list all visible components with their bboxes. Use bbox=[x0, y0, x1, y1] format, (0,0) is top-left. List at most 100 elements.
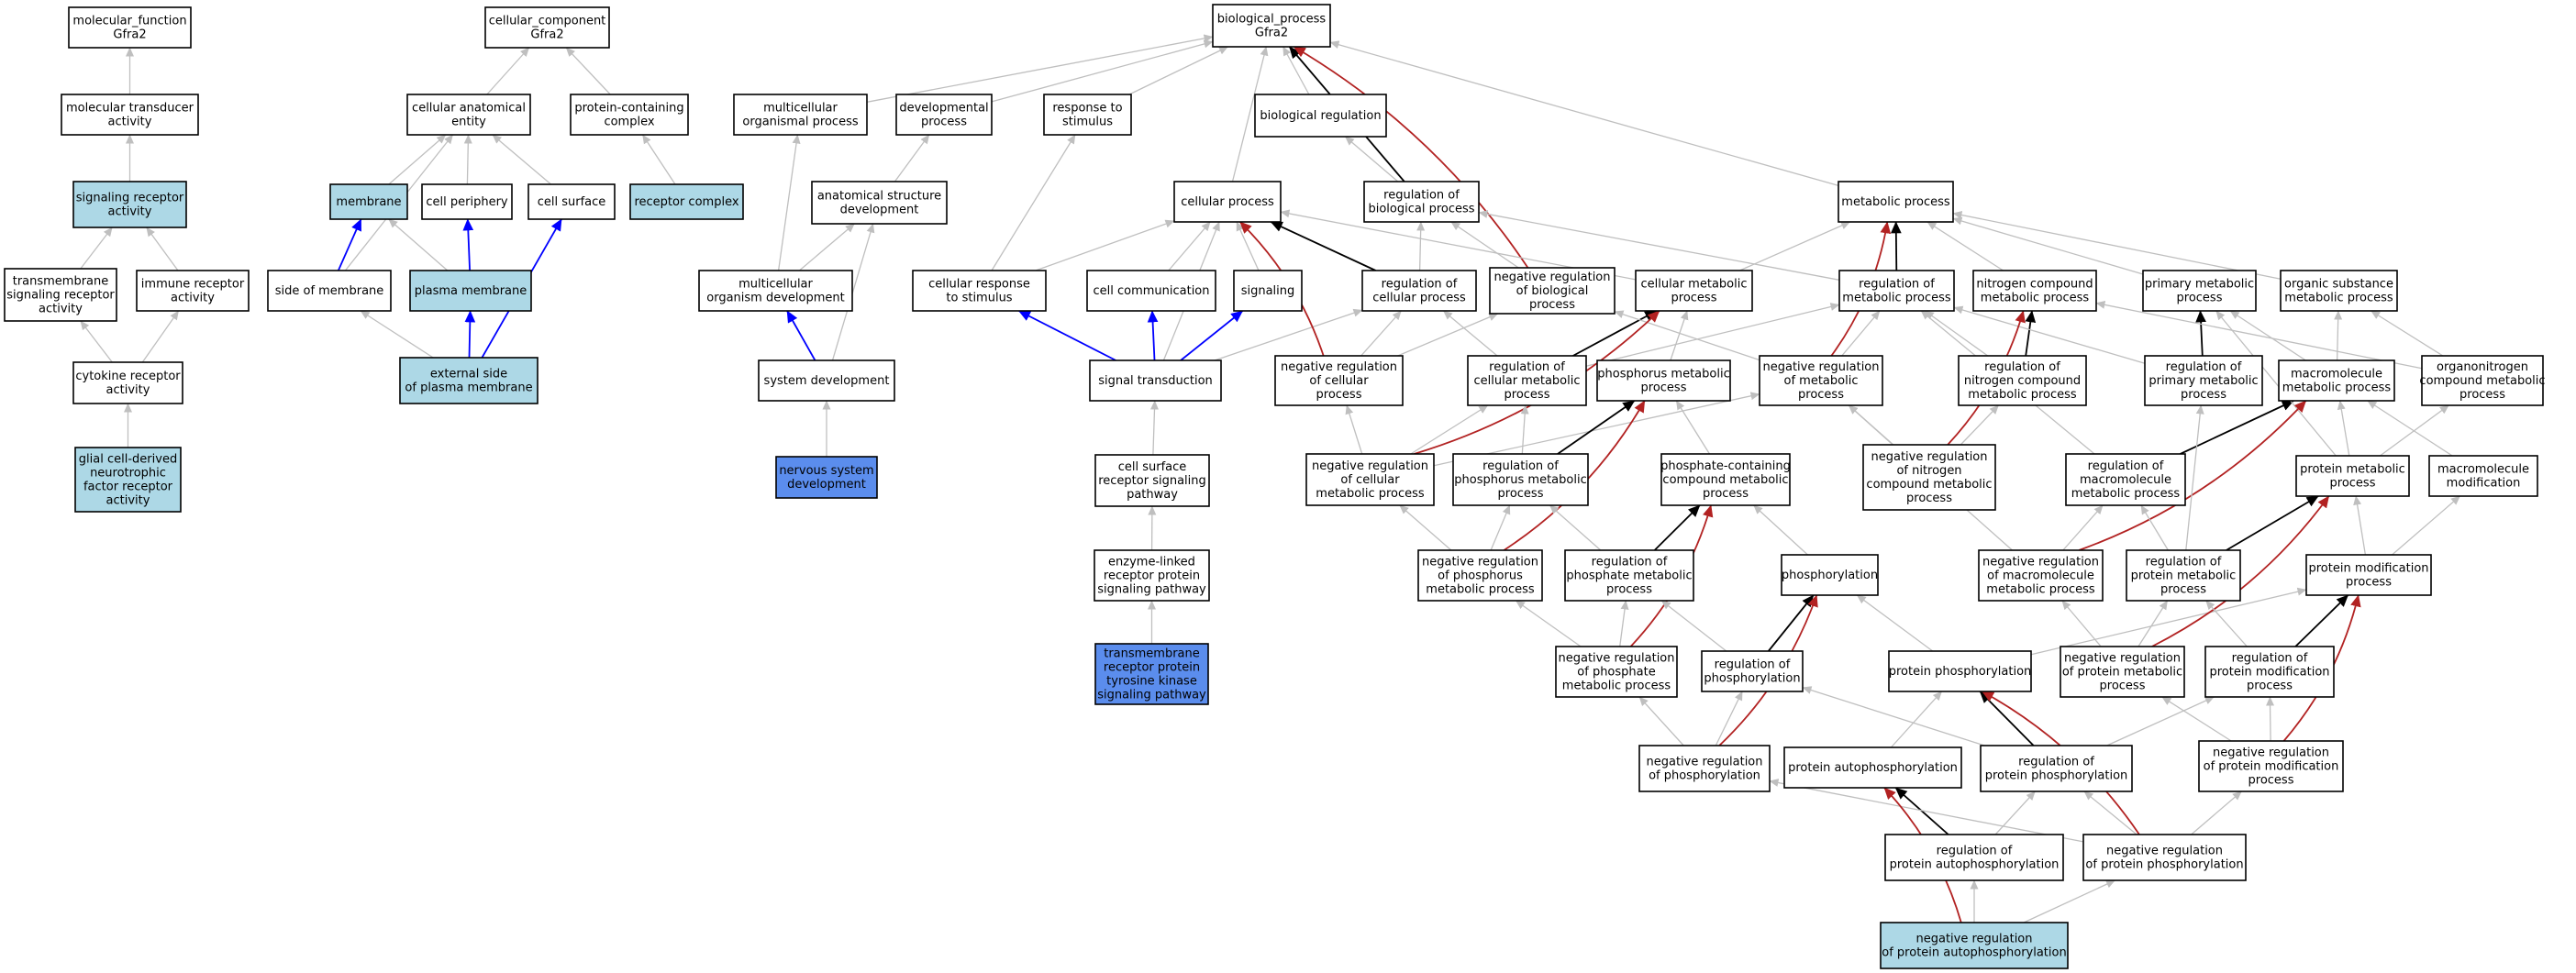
node-label: process bbox=[1505, 388, 1550, 402]
node-cp[interactable]: cellular process bbox=[1173, 181, 1282, 223]
node-label: negative regulation bbox=[1558, 651, 1674, 665]
edge-mmmod-to-mmp bbox=[2367, 400, 2453, 457]
node-label: transmembrane bbox=[1104, 647, 1200, 660]
edge-rphos-to-rphtmp bbox=[1660, 600, 1727, 652]
node-label: negative regulation bbox=[1493, 271, 1610, 284]
node-label: receptor signaling bbox=[1098, 474, 1206, 488]
node-pphos[interactable]: protein phosphorylation bbox=[1888, 650, 2032, 692]
node-box bbox=[1555, 646, 1678, 698]
node-csurf[interactable]: cell surface bbox=[527, 183, 616, 220]
node-som[interactable]: side of membrane bbox=[267, 270, 392, 312]
node-label: phosphorylation bbox=[1782, 569, 1878, 582]
node-label: primary metabolic bbox=[2145, 277, 2254, 291]
node-cper[interactable]: cell periphery bbox=[421, 183, 513, 220]
edge-ccom-to-cp bbox=[1168, 221, 1211, 271]
node-mp[interactable]: metabolic process bbox=[1838, 181, 1954, 223]
node-label: signaling bbox=[1241, 284, 1295, 298]
node-sig[interactable]: signaling bbox=[1233, 270, 1303, 312]
node-pmem[interactable]: plasma membrane bbox=[409, 270, 532, 312]
node-label: regulation of bbox=[2018, 755, 2094, 768]
edge-crs-to-rts bbox=[991, 134, 1076, 271]
node-label: activity bbox=[106, 493, 150, 507]
node-ccom[interactable]: cell communication bbox=[1086, 270, 1216, 312]
node-box bbox=[68, 6, 192, 49]
node-breg[interactable]: biological regulation bbox=[1254, 94, 1387, 138]
node-box bbox=[1086, 270, 1216, 312]
node-sd[interactable]: system development bbox=[758, 359, 895, 402]
edge-nrbp-to-rbp bbox=[1450, 221, 1519, 269]
node-st[interactable]: signal transduction bbox=[1089, 359, 1222, 402]
edge-rpmp-to-rmp bbox=[1953, 305, 2146, 364]
node-mem[interactable]: membrane bbox=[329, 183, 408, 220]
node-label: process bbox=[1529, 298, 1575, 312]
node-label: glial cell-derived bbox=[79, 452, 177, 466]
node-label: biological process bbox=[1368, 202, 1474, 216]
node-paphos[interactable]: protein autophosphorylation bbox=[1783, 746, 1962, 789]
node-phos[interactable]: phosphorylation bbox=[1781, 554, 1879, 596]
node-label: multicellular bbox=[763, 101, 838, 115]
node-rcx[interactable]: receptor complex bbox=[629, 183, 744, 220]
node-box bbox=[1781, 554, 1879, 596]
